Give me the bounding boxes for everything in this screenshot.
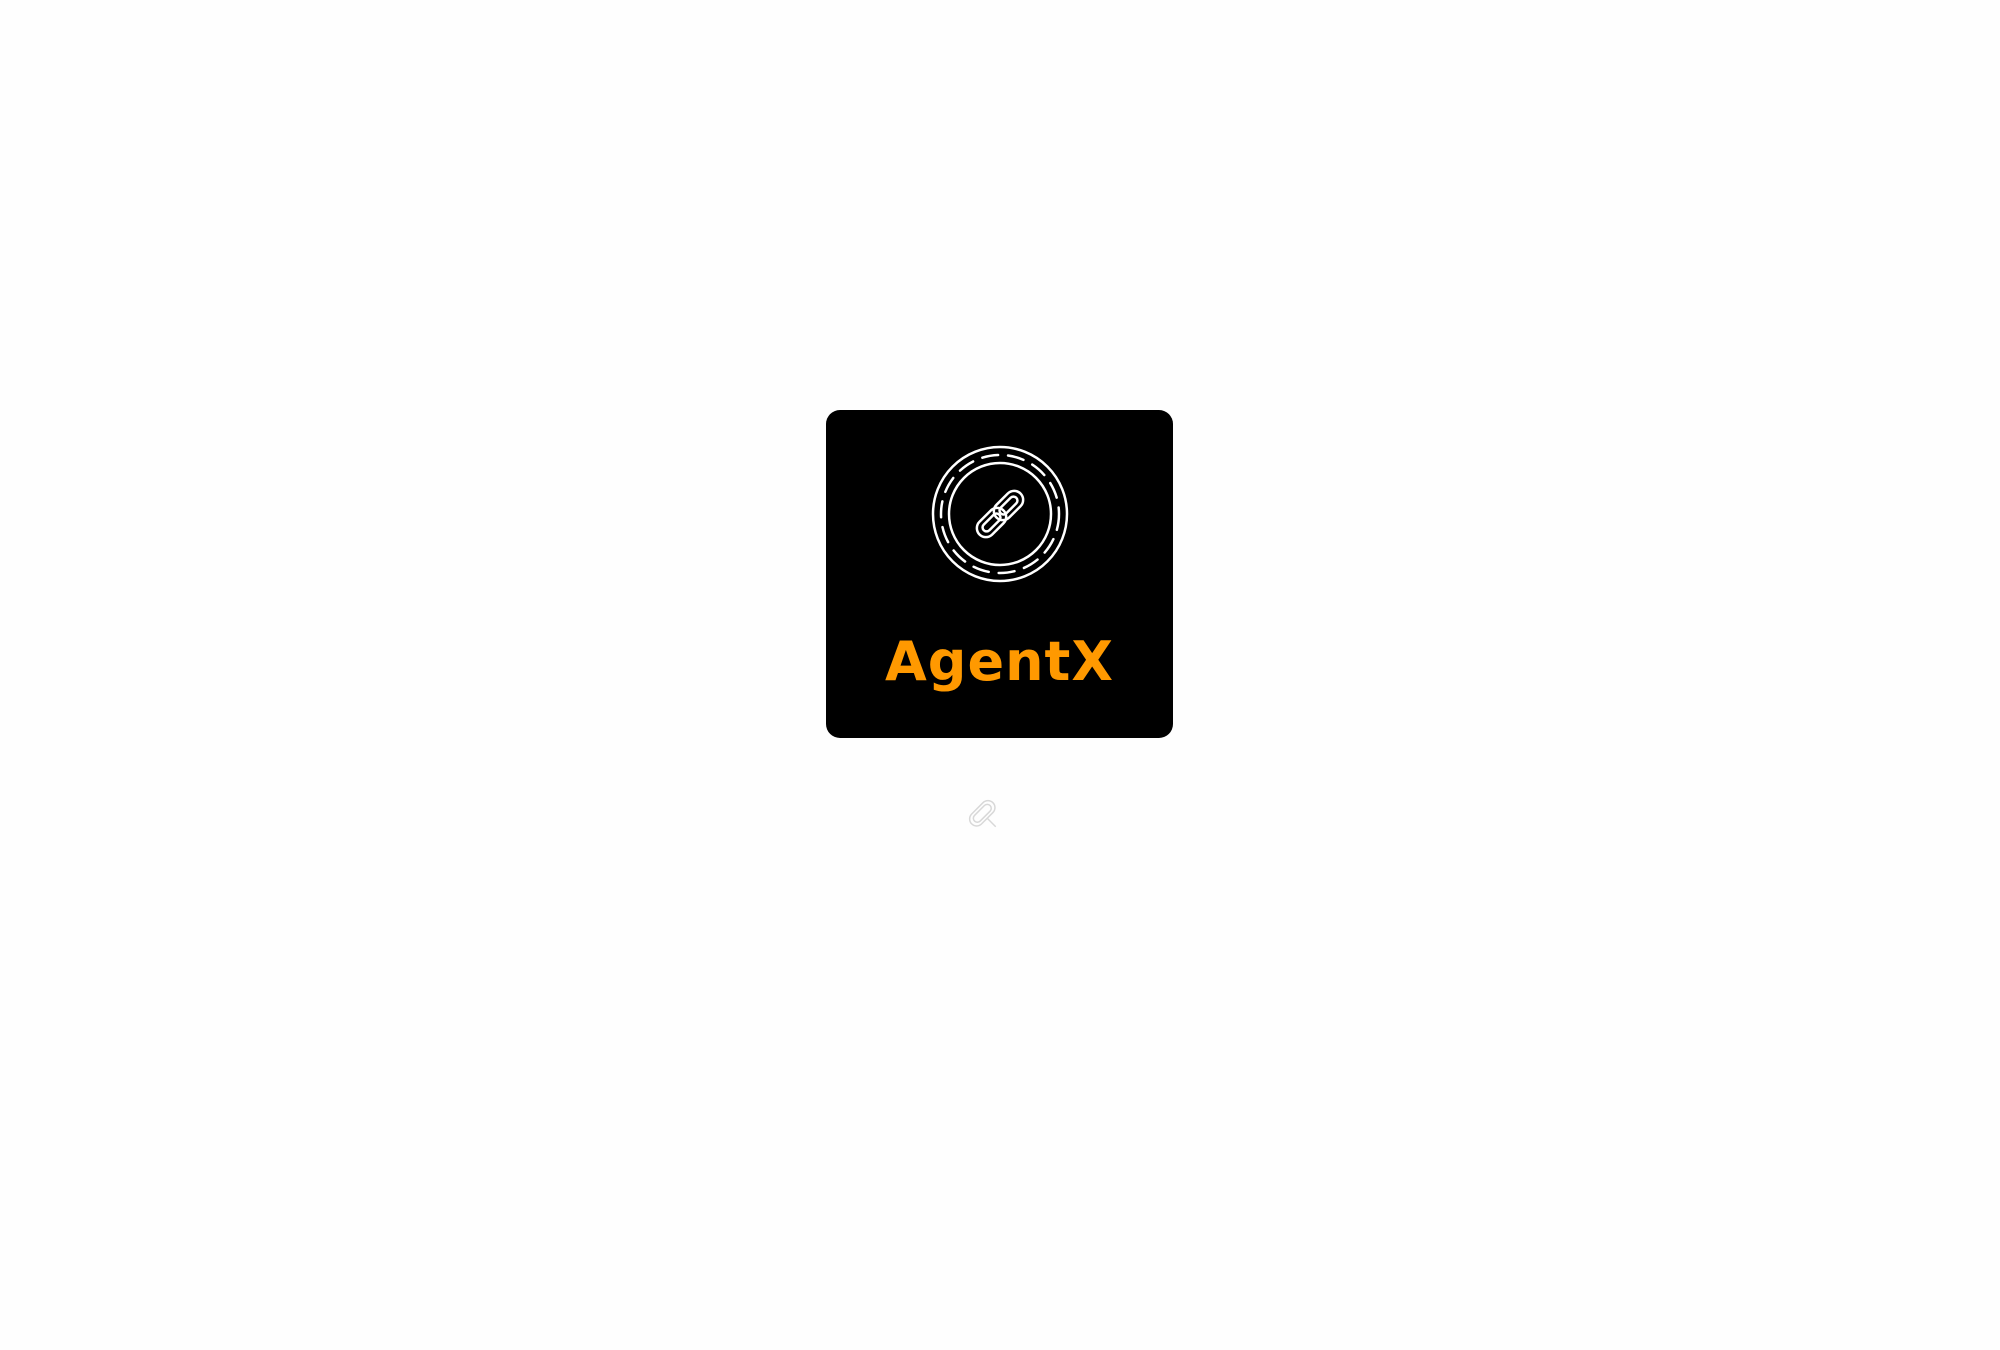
loading-spinner-icon — [968, 799, 997, 828]
brand-name: AgentX — [885, 630, 1114, 693]
splash-logo-card: AgentX — [826, 410, 1173, 738]
chain-link-icon — [931, 445, 1069, 583]
